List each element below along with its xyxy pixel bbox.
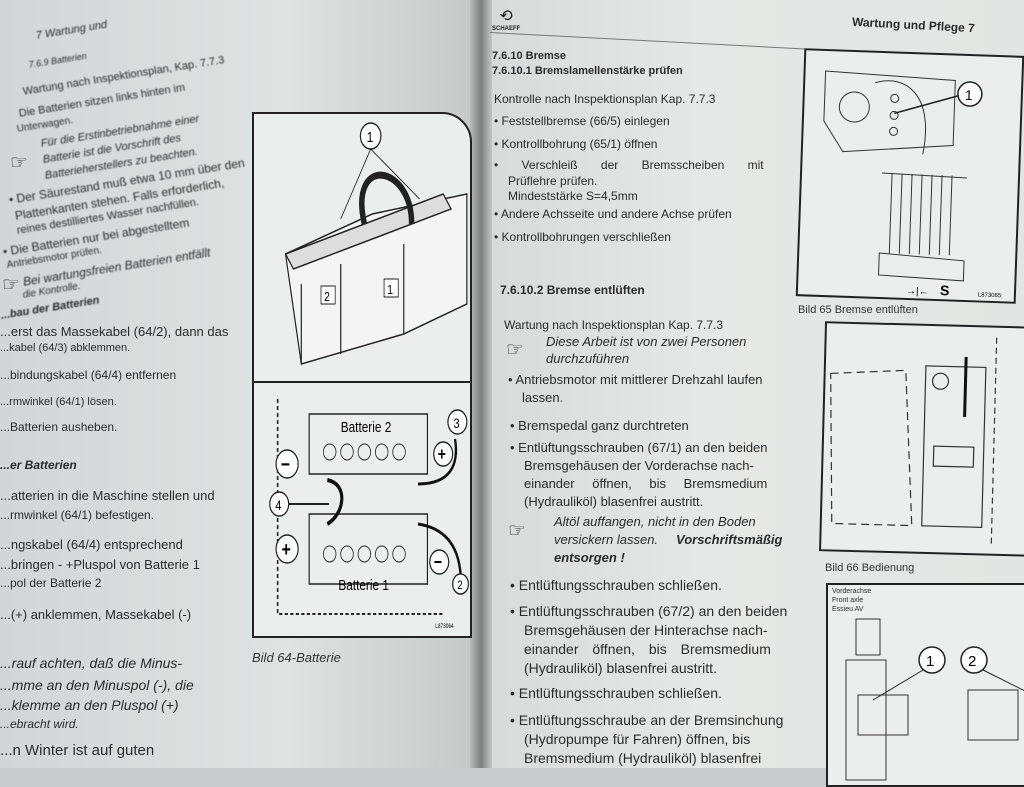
list-item: Andere Achsseite und andere Achse prüfen bbox=[494, 207, 732, 221]
list-item: Mindeststärke S=4,5mm bbox=[508, 189, 638, 203]
note-text: Altöl auffangen, nicht in den Boden bbox=[554, 514, 756, 529]
text-line: ...rauf achten, daß die Minus- bbox=[0, 655, 183, 671]
list-item: Bremsmedium (Hydrauliköl) blasenfrei bbox=[524, 750, 762, 766]
text-line: ...(+) anklemmen, Massekabel (-) bbox=[0, 607, 192, 622]
axle-label: Essieu AV bbox=[832, 606, 864, 613]
text-line: ...bringen - +Pluspol von Batterie 1 bbox=[0, 557, 200, 572]
text-line: ...atterien in die Maschine stellen und bbox=[0, 488, 215, 503]
callout-2: 2 bbox=[968, 653, 976, 670]
connecting-cable bbox=[326, 478, 344, 526]
figure-64-battery: 1 3 4 2 2 1 Batterie 2 Batterie 1 − + + … bbox=[252, 112, 472, 638]
text-line: ...mme an den Minuspol (-), die bbox=[0, 677, 194, 693]
callout-4: 4 bbox=[275, 498, 281, 514]
text-line: ...ngskabel (64/4) entsprechend bbox=[0, 537, 183, 552]
list-item: lassen. bbox=[522, 390, 564, 405]
list-item: Entlüftungsschrauben (67/1) an den beide… bbox=[510, 440, 767, 455]
callout-1: 1 bbox=[926, 653, 934, 670]
box-label-1: 1 bbox=[387, 283, 393, 297]
text-line: ...rmwinkel (64/1) lösen. bbox=[0, 396, 117, 408]
axle-label: Vorderachse bbox=[832, 588, 872, 595]
text-line: ...Batterien ausheben. bbox=[0, 420, 118, 434]
text-line: ...pol der Batterie 2 bbox=[0, 576, 102, 590]
figure-66-caption: Bild 66 Bedienung bbox=[825, 562, 915, 574]
figure-64-caption: Bild 64-Batterie bbox=[252, 650, 341, 665]
logo-text: SCHAEFF bbox=[492, 26, 521, 32]
text-line: ...klemme an den Pluspol (+) bbox=[0, 697, 179, 713]
note-hand-icon: ☞ bbox=[508, 520, 526, 542]
list-item: Bremspedal ganz durchtreten bbox=[510, 418, 689, 433]
text-line: ...bindungskabel (64/4) entfernen bbox=[0, 368, 177, 382]
note-text: versickern lassen. bbox=[554, 532, 659, 547]
text-line: ...kabel (64/3) abklemmen. bbox=[0, 342, 131, 354]
note-text: entsorgen ! bbox=[554, 550, 625, 565]
battery-diagram: 1 3 4 2 2 1 Batterie 2 Batterie 1 − + + … bbox=[254, 122, 470, 631]
note-hand-icon: ☞ bbox=[10, 152, 28, 174]
brake-diagram: 1 S →|← L873065 bbox=[823, 70, 1002, 299]
figure-code: L873065 bbox=[978, 292, 1002, 299]
callout-1: 1 bbox=[367, 129, 374, 146]
list-item: einander öffnen, bis Bremsmedium bbox=[524, 476, 768, 491]
list-item: (Hydropumpe für Fahren) öffnen, bis bbox=[524, 731, 751, 747]
box-label-2: 2 bbox=[324, 290, 330, 304]
heading-bremslamellen: 7.6.10.1 Bremslamellenstärke prüfen bbox=[492, 65, 683, 77]
list-item: Kontrollbohrung (65/1) öffnen bbox=[494, 137, 658, 151]
callout-2: 2 bbox=[457, 579, 462, 592]
list-item: Prüflehre prüfen. bbox=[508, 174, 598, 188]
list-item: Bremsgehäusen der Vorderachse nach- bbox=[524, 458, 754, 473]
list-item: Feststellbremse (66/5) einlegen bbox=[494, 114, 670, 128]
note-text: durchzuführen bbox=[546, 351, 630, 366]
text-line: ...n Winter ist auf guten bbox=[0, 742, 155, 759]
battery-1-label: Batterie 1 bbox=[338, 577, 389, 594]
minus-sign-icon: − bbox=[434, 552, 442, 572]
plus-sign-icon: + bbox=[438, 444, 446, 464]
brake-housing-diagram: 1 2 bbox=[845, 618, 1024, 781]
list-item: Bremsgehäusen der Hinterachse nach- bbox=[524, 622, 768, 638]
schaeff-logo: ⟲ SCHAEFF bbox=[492, 6, 520, 32]
list-item: Entlüftungsschraube an der Bremsinchung bbox=[510, 712, 784, 728]
note-hand-icon: ☞ bbox=[2, 274, 20, 296]
plus-sign-icon: + bbox=[282, 538, 291, 560]
label-s: S bbox=[940, 282, 950, 298]
text-line: ...erst das Massekabel (64/2), dann das bbox=[0, 324, 229, 339]
text-line: Wartung nach Inspektionsplan Kap. 7.7.3 bbox=[504, 318, 724, 332]
list-item: (Hydrauliköl) blasenfrei austritt. bbox=[524, 660, 717, 676]
heading-entlueften: 7.6.10.2 Bremse entlüften bbox=[500, 283, 645, 297]
list-item: Kontrollbohrungen verschließen bbox=[494, 230, 671, 244]
minus-sign-icon: − bbox=[281, 453, 290, 475]
heading-bremse: 7.6.10 Bremse bbox=[492, 50, 566, 62]
figure-67-brake-housing: Vorderachse Front axle Essieu AV 1 2 bbox=[826, 583, 1024, 787]
logo-arrows-icon: ⟲ bbox=[498, 7, 514, 26]
list-item: Entlüftungsschrauben schließen. bbox=[510, 577, 722, 593]
note-text: Vorschriftsmäßig bbox=[676, 532, 783, 547]
note-text: Diese Arbeit ist von zwei Personen bbox=[546, 334, 747, 349]
subheading: ...er Batterien bbox=[0, 458, 77, 472]
list-item: (Hydrauliköl) blasenfrei austritt. bbox=[524, 494, 704, 509]
battery-2-label: Batterie 2 bbox=[341, 419, 392, 436]
list-item: Entlüftungsschrauben schließen. bbox=[510, 685, 722, 701]
figure-65-brake: 1 S →|← L873065 bbox=[795, 48, 1024, 304]
axle-label: Front axle bbox=[832, 597, 864, 604]
dimension-arrows-icon: →|← bbox=[906, 286, 929, 298]
controls-diagram bbox=[830, 337, 998, 548]
text-line: ...rmwinkel (64/1) befestigen. bbox=[0, 508, 155, 522]
callout-1: 1 bbox=[965, 87, 974, 103]
book-gutter bbox=[470, 0, 492, 768]
list-item: Antriebsmotor mit mittlerer Drehzahl lau… bbox=[508, 372, 762, 387]
list-item: Verschleiß der Bremsscheiben mit bbox=[494, 158, 764, 172]
figure-code: L873064 bbox=[435, 624, 453, 631]
text-line: ...ebracht wird. bbox=[0, 717, 79, 731]
figure-66-controls bbox=[819, 321, 1024, 557]
note-hand-icon: ☞ bbox=[506, 339, 524, 361]
callout-3: 3 bbox=[453, 416, 459, 432]
list-item: einander öffnen, bis Bremsmedium bbox=[524, 641, 771, 657]
list-item: Entlüftungsschrauben (67/2) an den beide… bbox=[510, 603, 788, 619]
text-line: Kontrolle nach Inspektionsplan Kap. 7.7.… bbox=[494, 92, 716, 106]
figure-65-caption: Bild 65 Bremse entlüften bbox=[798, 304, 918, 316]
